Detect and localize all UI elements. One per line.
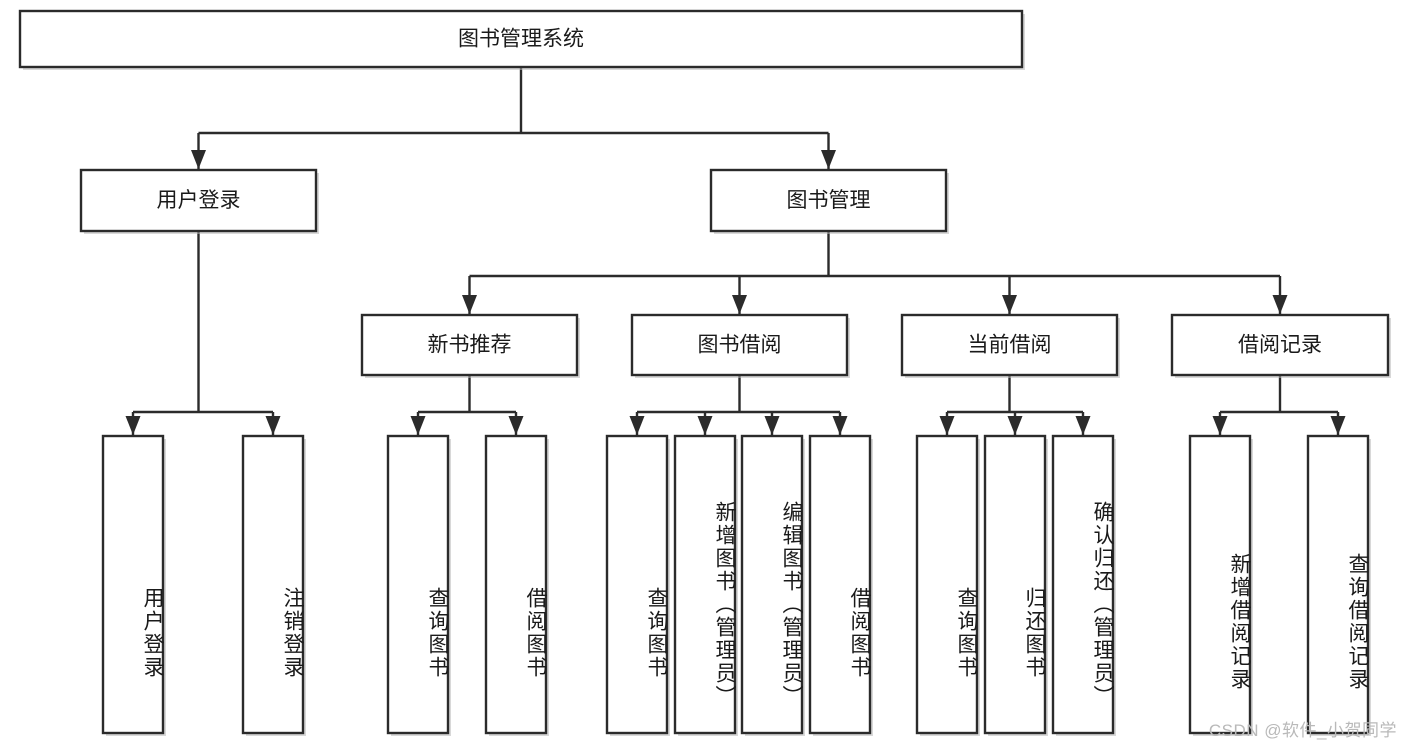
leaf-box-9[interactable] (983, 434, 1047, 735)
node-level3-box-1[interactable] (630, 313, 849, 377)
userlogin-to-leaves-arrow-0 (125, 416, 141, 435)
borrow-to-leaves-arrow-3 (832, 416, 848, 435)
borrow-to-leaves-arrow-2 (764, 416, 780, 435)
current-to-leaves-arrow-0 (939, 416, 955, 435)
record-to-leaves-arrow-1 (1330, 416, 1346, 435)
node-level3-box-0[interactable] (360, 313, 579, 377)
edges-layer (125, 67, 1346, 435)
leaf-box-11[interactable] (1188, 434, 1252, 735)
leaf-box-6[interactable] (740, 434, 804, 735)
node-level3-label-1: 图书借阅 (698, 334, 782, 357)
borrow-to-leaves-arrow-0 (629, 416, 645, 435)
node-level3-label-3: 借阅记录 (1238, 334, 1322, 357)
node-level2-label-0: 用户登录 (157, 189, 241, 212)
leaf-box-10[interactable] (1051, 434, 1115, 735)
leaf-box-1[interactable] (241, 434, 305, 735)
leaf-box-7[interactable] (808, 434, 872, 735)
node-level2-label-1: 图书管理 (787, 189, 871, 212)
borrow-to-leaves-arrow-1 (697, 416, 713, 435)
leaf-box-0[interactable] (101, 434, 165, 735)
root-to-level2-arrow-1 (821, 150, 836, 169)
bookmgmt-to-level3-arrow-3 (1272, 295, 1288, 314)
newbook-to-leaves-arrow-0 (410, 416, 426, 435)
node-level3-box-2[interactable] (900, 313, 1119, 377)
leaf-box-4[interactable] (605, 434, 669, 735)
bookmgmt-to-level3-arrow-2 (1002, 295, 1017, 314)
node-level2-box-0[interactable] (79, 168, 318, 233)
watermark-text: CSDN @软件_小贺同学 (1208, 721, 1397, 740)
node-level2-box-1[interactable] (709, 168, 948, 233)
root-to-level2-arrow-0 (191, 150, 206, 169)
node-level3-label-0: 新书推荐 (428, 334, 512, 357)
record-to-leaves-arrow-0 (1212, 416, 1228, 435)
bookmgmt-to-level3-arrow-1 (732, 295, 747, 314)
node-level3-label-2: 当前借阅 (968, 334, 1052, 357)
node-root-box[interactable] (18, 9, 1024, 69)
bookmgmt-to-level3-arrow-0 (462, 295, 477, 314)
node-level3-box-3[interactable] (1170, 313, 1390, 377)
leaf-box-12[interactable] (1306, 434, 1370, 735)
current-to-leaves-arrow-2 (1075, 416, 1091, 435)
userlogin-to-leaves-arrow-1 (265, 416, 281, 435)
node-root-label: 图书管理系统 (458, 28, 584, 51)
current-to-leaves-arrow-1 (1007, 416, 1023, 435)
newbook-to-leaves-arrow-1 (508, 416, 524, 435)
boxes-layer (18, 9, 1391, 736)
leaf-box-8[interactable] (915, 434, 979, 735)
leaf-box-2[interactable] (386, 434, 450, 735)
leaf-box-3[interactable] (484, 434, 548, 735)
leaf-box-5[interactable] (673, 434, 737, 735)
